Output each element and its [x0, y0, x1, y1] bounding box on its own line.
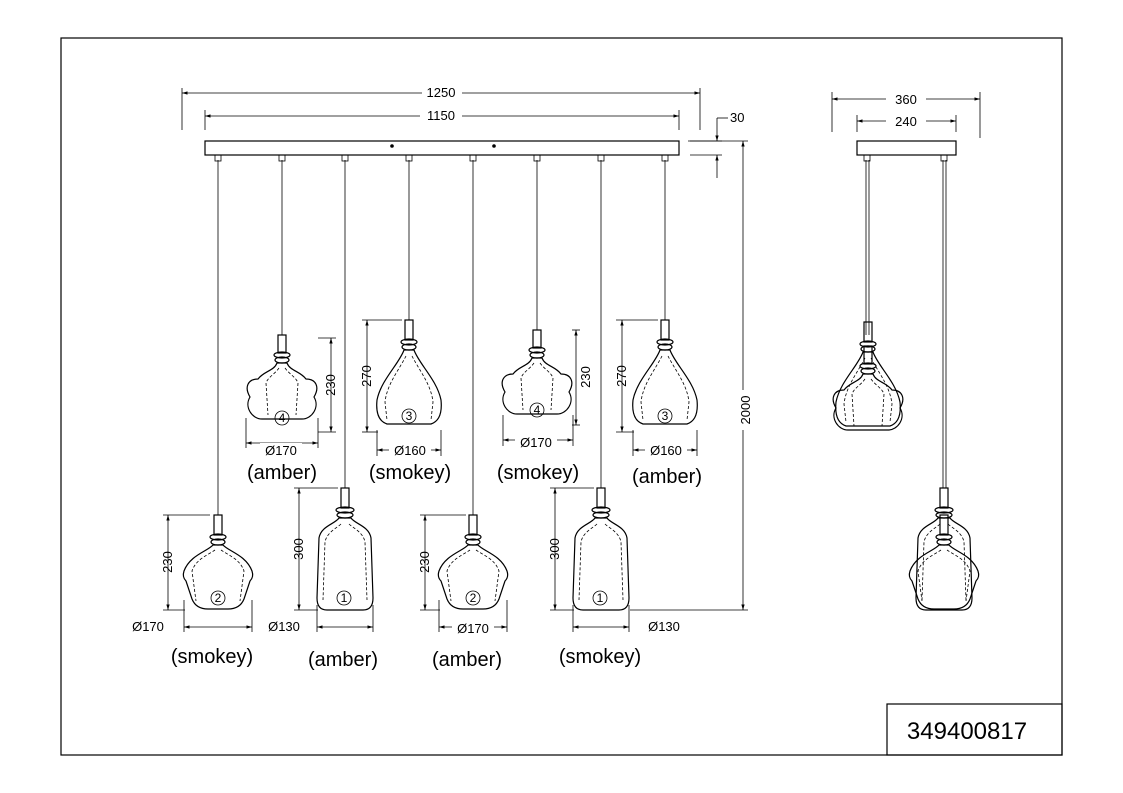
dim-width-inner: 1150	[204, 108, 680, 130]
screw-hole	[390, 144, 394, 148]
svg-text:(smokey): (smokey)	[171, 646, 253, 668]
svg-text:300: 300	[291, 538, 306, 560]
side-view: 360 240	[831, 92, 981, 611]
svg-text:(amber): (amber)	[632, 466, 702, 488]
svg-text:(smokey): (smokey)	[369, 462, 451, 484]
svg-text:30: 30	[730, 110, 744, 125]
title-block	[886, 703, 1063, 756]
svg-text:230: 230	[160, 551, 175, 573]
svg-text:240: 240	[895, 114, 917, 129]
svg-text:2: 2	[215, 591, 222, 605]
svg-text:1: 1	[341, 591, 348, 605]
svg-text:4: 4	[279, 411, 286, 425]
svg-text:Ø130: Ø130	[268, 619, 300, 634]
dim-total-height: 2000	[630, 140, 753, 611]
canopy-bar	[204, 140, 680, 156]
svg-text:Ø170: Ø170	[132, 619, 164, 634]
svg-text:(amber): (amber)	[247, 462, 317, 484]
svg-text:(amber): (amber)	[308, 649, 378, 671]
svg-text:270: 270	[614, 365, 629, 387]
shade-2-amber: 2 230 Ø170 (amber)	[417, 514, 509, 671]
svg-text:300: 300	[547, 538, 562, 560]
dim-canopy-height: 30	[690, 110, 744, 178]
svg-text:1: 1	[597, 591, 604, 605]
svg-text:230: 230	[417, 551, 432, 573]
shade-1-smokey: 1 300 Ø130 (smokey)	[547, 487, 680, 668]
shade-4-amber: 4 230 Ø170 (amber)	[245, 334, 338, 484]
svg-text:3: 3	[662, 409, 669, 423]
svg-text:(smokey): (smokey)	[559, 646, 641, 668]
svg-text:(amber): (amber)	[432, 649, 502, 671]
svg-text:(smokey): (smokey)	[497, 462, 579, 484]
svg-text:Ø170: Ø170	[520, 435, 552, 450]
shade-2-smokey: 2 230 Ø170 (smokey)	[132, 514, 254, 668]
svg-text:3: 3	[406, 409, 413, 423]
shade-3-amber: 3 270 Ø160 (amber)	[614, 319, 702, 488]
svg-text:1250: 1250	[427, 85, 456, 100]
svg-text:Ø170: Ø170	[457, 621, 489, 636]
svg-text:1150: 1150	[427, 108, 455, 123]
pendant-cords	[214, 154, 669, 515]
svg-text:2: 2	[470, 591, 477, 605]
shade-3-smokey: 3 270 Ø160 (smokey)	[359, 319, 451, 484]
svg-text:2000: 2000	[738, 396, 753, 425]
svg-text:230: 230	[323, 374, 338, 396]
dim-width-outer: 1250	[181, 85, 701, 130]
svg-text:4: 4	[534, 403, 541, 417]
svg-text:Ø130: Ø130	[648, 619, 680, 634]
screw-hole	[492, 144, 496, 148]
product-code: 349400817	[907, 718, 1027, 745]
svg-text:230: 230	[578, 366, 593, 388]
shade-4-smokey: 4 230 Ø170 (smokey)	[497, 329, 593, 484]
svg-text:Ø160: Ø160	[650, 443, 682, 458]
drawing-frame	[60, 37, 1063, 756]
svg-text:270: 270	[359, 365, 374, 387]
svg-text:360: 360	[895, 92, 917, 107]
svg-text:Ø160: Ø160	[394, 443, 426, 458]
svg-text:Ø170: Ø170	[265, 443, 297, 458]
shade-1-amber: 1 300 Ø130 (amber)	[268, 487, 378, 671]
